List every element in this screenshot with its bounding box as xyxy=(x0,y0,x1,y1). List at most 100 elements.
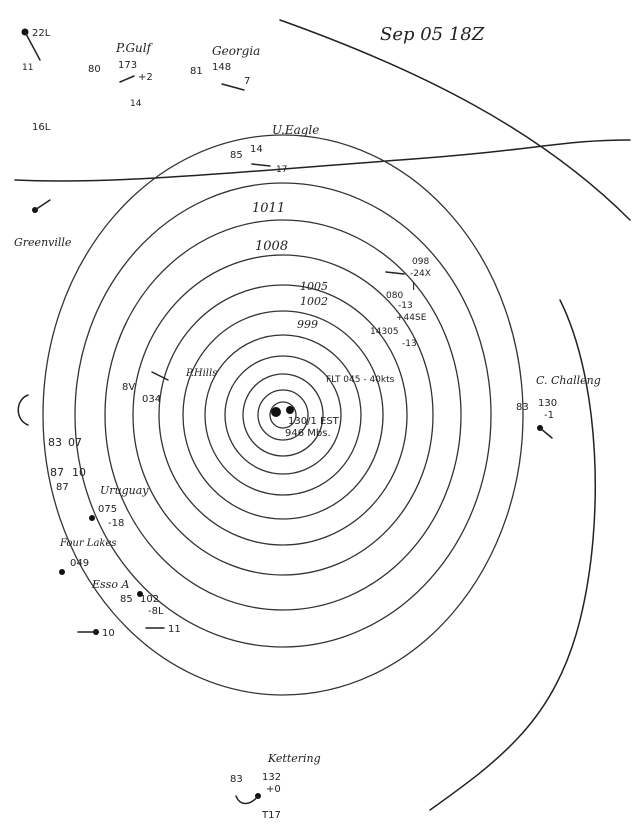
kettering-tendency: +0 xyxy=(266,784,281,795)
coastline-curve xyxy=(279,19,631,221)
isobar-label-1008: 1008 xyxy=(255,239,288,254)
storm-center-dot xyxy=(271,407,281,417)
esso-name: Esso A xyxy=(91,578,129,591)
station-greenville: Greenville xyxy=(14,199,72,249)
wind-barb xyxy=(24,31,41,61)
station-p-gulf: P.Gulf 80 173 +2 14 xyxy=(88,41,154,109)
ne-obs3-pressure: 14305 xyxy=(370,327,399,337)
w-side-value: 16L xyxy=(32,122,51,133)
station-ne-obs3: 14305 -13 xyxy=(370,327,417,349)
c-challenge-tendency: -1 xyxy=(544,410,554,421)
station-four-lakes: Four Lakes 049 xyxy=(59,538,117,575)
c-challenge-pressure: 130 xyxy=(538,398,557,409)
p-hills-name: P.Hills xyxy=(185,368,217,379)
front-line xyxy=(14,139,631,182)
esso-temp: 85 xyxy=(120,594,133,605)
west-obs-pressure: 07 xyxy=(68,436,82,449)
station-u-eagle: U.Eagle 85 14 17 xyxy=(230,123,319,175)
wind-barb xyxy=(34,199,51,211)
station-uruguay: Uruguay 87 075 -18 xyxy=(56,482,149,529)
station-c-challenge: C. Challeng 83 130 -1 xyxy=(516,374,601,439)
station-south-obs: 10 11 xyxy=(77,624,181,639)
p-gulf-temp: 80 xyxy=(88,64,101,75)
greenville-name: Greenville xyxy=(14,236,72,249)
georgia-name: Georgia xyxy=(212,44,260,58)
isobar-ring xyxy=(224,355,342,475)
station-ne-obs2: 080 -13 +44SE xyxy=(386,291,427,323)
georgia-temp: 81 xyxy=(190,66,203,77)
west-obs2-pressure: 10 xyxy=(72,466,86,479)
isobar-ring xyxy=(42,134,524,696)
wind-barb xyxy=(251,163,271,167)
esso-tendency: -8L xyxy=(148,606,164,617)
uruguay-pressure: 075 xyxy=(98,504,117,515)
u-eagle-pressure: 14 xyxy=(250,144,263,155)
isobars xyxy=(42,134,524,696)
uruguay-temp: 87 xyxy=(56,482,69,493)
c-challenge-temp: 83 xyxy=(516,402,529,413)
wind-barb xyxy=(221,83,245,91)
nw-wind: 11 xyxy=(22,63,33,73)
storm-center-dot xyxy=(286,406,294,414)
station-p-hills: P.Hills 8V 034 xyxy=(122,368,217,405)
station-dot xyxy=(137,591,143,597)
p-gulf-pressure: 173 xyxy=(118,60,137,71)
south-obs2-value: 11 xyxy=(168,624,181,635)
nw-pressure: 22L xyxy=(32,28,51,39)
isobar-label-1011: 1011 xyxy=(252,201,285,216)
isobar-label-1005: 1005 xyxy=(300,280,328,293)
west-notch xyxy=(17,394,29,426)
p-hills-pressure: 034 xyxy=(142,394,161,405)
p-hills-wind: 8V xyxy=(122,382,135,393)
ne-obs-tendency: -24X xyxy=(410,269,431,279)
station-west-obs: 83 07 87 10 xyxy=(48,436,86,479)
ne-obs2-pressure: 080 xyxy=(386,291,403,301)
isobar-ring xyxy=(242,373,324,457)
ne-obs3-tendency: -13 xyxy=(402,339,417,349)
center-line2: 946 Mbs. xyxy=(285,428,331,439)
isobar-ring xyxy=(204,334,362,496)
station-dot xyxy=(59,569,65,575)
station-esso: Esso A 85 102 -8L xyxy=(91,578,164,617)
u-eagle-temp: 85 xyxy=(230,150,243,161)
isobar-ring xyxy=(257,389,309,441)
ne-obs2-extra: +44SE xyxy=(396,313,427,323)
wind-barb xyxy=(235,795,259,805)
u-eagle-name: U.Eagle xyxy=(272,123,319,137)
e-obs-text: FLT 045 - 40kts xyxy=(326,375,395,385)
p-gulf-tendency: +2 xyxy=(138,72,153,83)
isobar-label-999: 999 xyxy=(297,318,318,331)
east-curve xyxy=(429,299,597,811)
wind-barb xyxy=(385,271,405,275)
kettering-pressure: 132 xyxy=(262,772,281,783)
four-lakes-pressure: 049 xyxy=(70,558,89,569)
wind-barb xyxy=(539,427,553,439)
south-obs-value: 10 xyxy=(102,628,115,639)
west-obs-temp: 83 xyxy=(48,436,62,449)
georgia-tendency: 7 xyxy=(244,76,250,87)
u-eagle-tendency: 17 xyxy=(276,165,287,175)
wind-barb xyxy=(119,75,135,83)
p-gulf-wind: 14 xyxy=(130,99,142,109)
station-georgia: Georgia 81 148 7 xyxy=(190,44,260,91)
ne-obs-pressure: 098 xyxy=(412,257,429,267)
p-gulf-name: P.Gulf xyxy=(115,41,154,55)
uruguay-name: Uruguay xyxy=(100,484,149,497)
center-line1: 130/1 EST xyxy=(288,416,340,427)
wind-barb xyxy=(151,371,169,381)
kettering-name: Kettering xyxy=(267,752,321,765)
uruguay-tendency: -18 xyxy=(108,518,124,529)
station-nw-corner: 22L 11 xyxy=(21,28,51,73)
isobar-ring xyxy=(182,310,384,520)
ne-obs2-tendency: -13 xyxy=(398,301,413,311)
station-ne-obs: 098 -24X I xyxy=(385,257,431,293)
isobar-ring xyxy=(269,401,297,429)
isobar-label-1002: 1002 xyxy=(300,295,328,308)
kettering-wind: T17 xyxy=(261,810,281,821)
date-label: Sep 05 18Z xyxy=(380,24,485,45)
west-obs2-temp: 87 xyxy=(50,466,64,479)
station-kettering: Kettering 83 132 +0 T17 xyxy=(230,752,321,821)
isobar-ring xyxy=(104,219,462,611)
c-challenge-name: C. Challeng xyxy=(536,374,601,387)
